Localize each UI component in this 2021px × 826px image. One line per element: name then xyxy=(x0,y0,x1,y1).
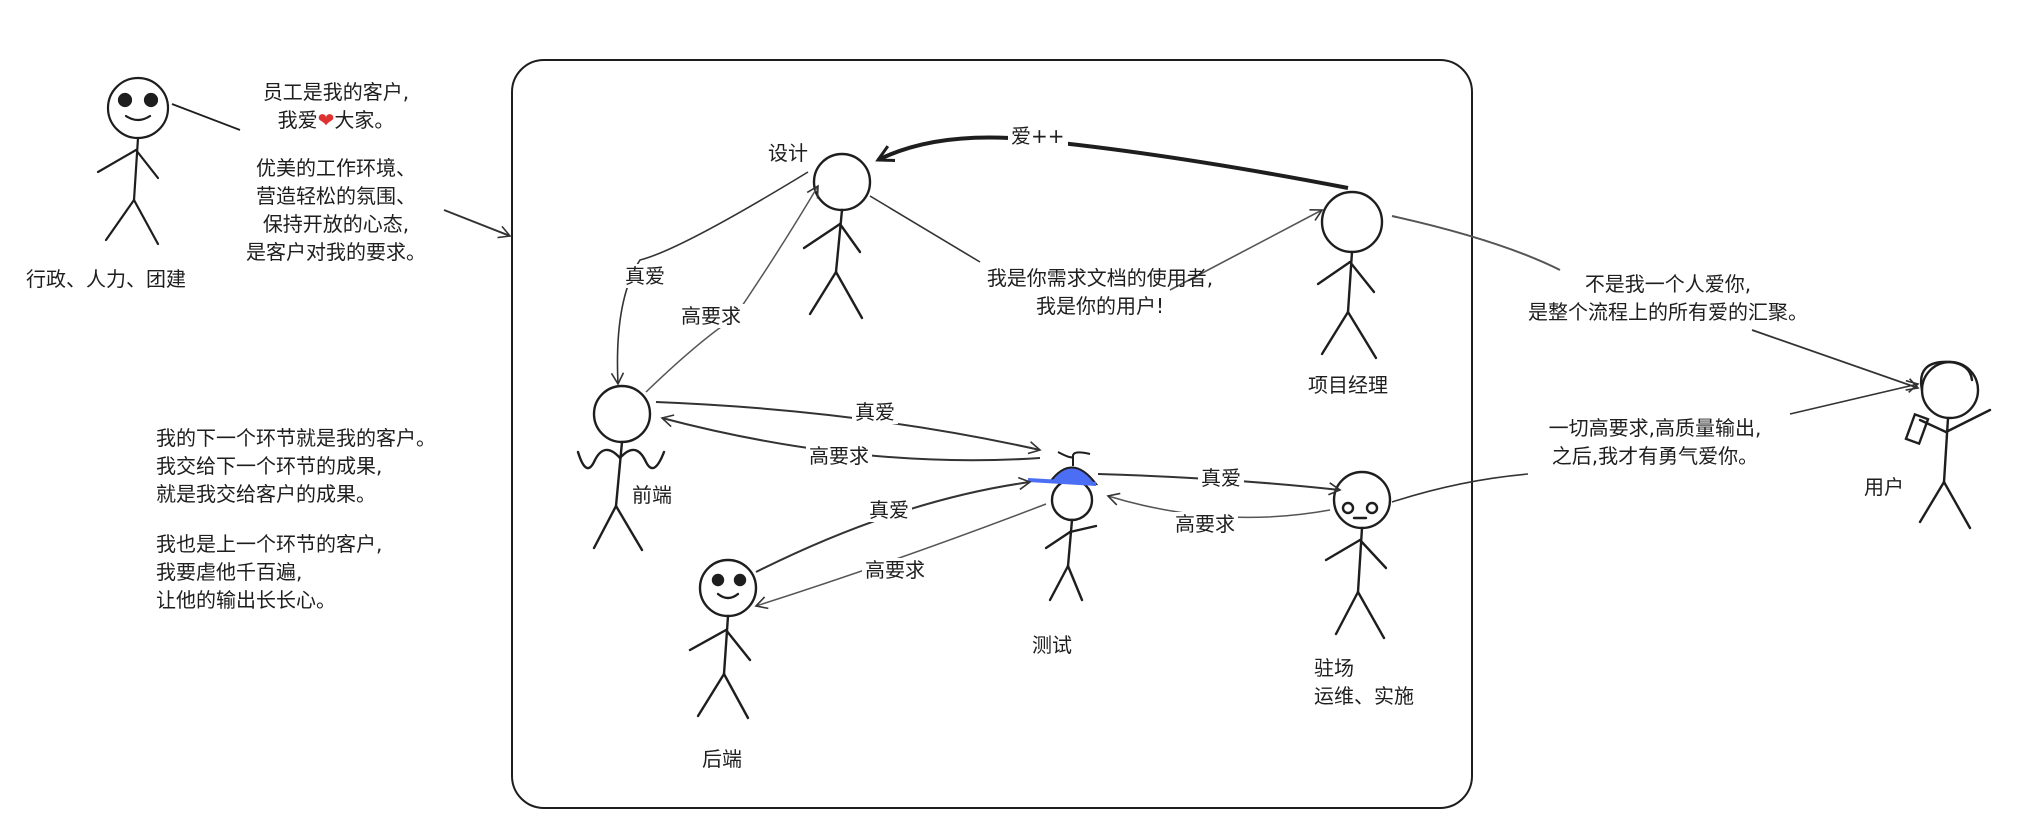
left-note-line: 我也是上一个环节的客户, xyxy=(156,532,383,556)
pm-note-line: 不是我一个人爱你, xyxy=(1584,272,1752,296)
edge-label-demand: 高要求 xyxy=(806,444,872,468)
role-label-qa: 测试 xyxy=(1032,633,1072,657)
admin-note-text: 大家。 xyxy=(334,108,395,132)
role-label-admin: 行政、人力、团建 xyxy=(26,267,186,291)
admin-note-line: 优美的工作环境、 xyxy=(256,156,416,180)
design-note-connector xyxy=(869,195,981,263)
onsite-note-line: 一切高要求,高质量输出, xyxy=(1548,416,1762,440)
edge-label-demand: 高要求 xyxy=(862,558,928,582)
edge-label-love: 真爱 xyxy=(866,498,912,522)
onsite-note: 一切高要求,高质量输出, 之后,我才有勇气爱你。 xyxy=(1510,414,1800,470)
onsite-note-to-user-arrow xyxy=(1789,379,1920,415)
admin-note-line: 营造轻松的氛围、 xyxy=(256,184,416,208)
admin-note-line: 员工是我的客户, xyxy=(262,80,410,104)
design-note-line: 我是你的用户! xyxy=(1035,294,1165,318)
pm-to-user-arrow xyxy=(1391,215,1561,271)
left-note-line: 让他的输出长长心。 xyxy=(156,588,336,612)
design-figure xyxy=(802,152,872,320)
role-label-design: 设计 xyxy=(768,141,808,165)
propeller-hat-icon xyxy=(1027,451,1099,486)
pm-figure xyxy=(1316,190,1384,360)
onsite-figure xyxy=(1324,470,1392,640)
left-note-line: 我交给下一个环节的成果, xyxy=(156,454,383,478)
design-to-frontend-love-arrow xyxy=(610,171,809,386)
design-note-line: 我是你需求文档的使用者, xyxy=(986,266,1214,290)
role-label-user: 用户 xyxy=(1864,475,1904,499)
left-note-line: 我要虐他千百遍, xyxy=(156,560,303,584)
edge-label-demand: 高要求 xyxy=(1172,512,1238,536)
edge-label-love: 真爱 xyxy=(852,400,898,424)
edge-label-love: 真爱 xyxy=(1198,466,1244,490)
left-note-line: 就是我交给客户的成果。 xyxy=(156,482,376,506)
design-pm-connector xyxy=(1169,209,1324,291)
user-figure xyxy=(1904,360,1992,530)
qa-to-backend-demand-arrow xyxy=(754,503,1047,610)
admin-note-connector xyxy=(171,103,241,131)
left-note-line: 我的下一个环节就是我的客户。 xyxy=(156,426,436,450)
frontend-figure xyxy=(576,384,666,552)
edge-label-demand: 高要求 xyxy=(678,304,744,328)
team-boundary xyxy=(511,59,1473,809)
left-note: 我的下一个环节就是我的客户。 我交给下一个环节的成果, 就是我交给客户的成果。 … xyxy=(156,424,436,614)
heart-icon: ❤ xyxy=(317,108,335,132)
pm-note-to-user-arrow xyxy=(1751,329,1920,391)
admin-to-team-arrow xyxy=(443,209,512,239)
admin-note-line: 是客户对我的要求。 xyxy=(246,240,426,264)
edge-label-love-plus: 爱++ xyxy=(1008,124,1068,148)
role-label-frontend: 前端 xyxy=(632,483,672,507)
edge-label-love: 真爱 xyxy=(622,264,668,288)
onsite-note-line: 之后,我才有勇气爱你。 xyxy=(1551,444,1759,468)
role-label-onsite-line: 驻场 xyxy=(1314,656,1354,680)
role-label-pm: 项目经理 xyxy=(1308,373,1388,397)
pm-note-line: 是整个流程上的所有爱的汇聚。 xyxy=(1528,300,1808,324)
onsite-to-user-connector xyxy=(1391,473,1529,503)
admin-note-line: 保持开放的心态, xyxy=(262,212,410,236)
role-label-onsite: 驻场 运维、实施 xyxy=(1314,654,1414,710)
pm-note: 不是我一个人爱你, 是整个流程上的所有爱的汇聚。 xyxy=(1488,270,1848,326)
pm-to-design-arrow xyxy=(875,135,1349,190)
admin-figure xyxy=(96,76,170,246)
qa-figure xyxy=(1044,478,1098,602)
design-note: 我是你需求文档的使用者, 我是你的用户! xyxy=(940,264,1260,320)
frontend-to-qa-love-arrow xyxy=(655,401,1042,455)
admin-note-text: 我爱 xyxy=(277,108,318,132)
role-label-backend: 后端 xyxy=(702,747,742,771)
admin-note-line: 我爱❤大家。 xyxy=(220,106,452,134)
admin-note: 员工是我的客户, 我爱❤大家。 优美的工作环境、 营造轻松的氛围、 保持开放的心… xyxy=(220,78,452,266)
role-label-onsite-line: 运维、实施 xyxy=(1314,684,1414,708)
backend-figure xyxy=(688,558,758,720)
